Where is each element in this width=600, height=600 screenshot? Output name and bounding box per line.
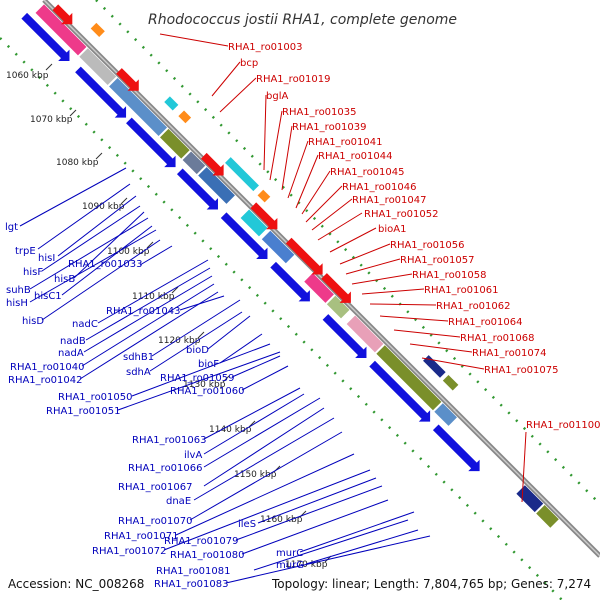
gene-label: RHA1_ro01044 (318, 151, 393, 162)
gene-label: bioF (198, 359, 219, 370)
ruler-label: 1090 kbp (82, 202, 125, 212)
gene-label: ileS (238, 519, 256, 530)
gene-label: RHA1_ro01042 (8, 375, 83, 386)
gene-label: trpE (15, 246, 36, 257)
gene-label: RHA1_ro01060 (170, 386, 245, 397)
gene-label: ilvA (184, 450, 202, 461)
gene-label: RHA1_ro01075 (484, 365, 559, 376)
gene-label: hisH (6, 298, 28, 309)
ruler-label: 1070 kbp (30, 115, 73, 125)
forward-strand-genes (52, 4, 351, 303)
gene-label: RHA1_ro01080 (170, 550, 245, 561)
accession-label: Accession: NC_008268 (8, 577, 144, 591)
gene-label: bioA1 (378, 224, 406, 235)
gene-label: sdhB1 (123, 352, 154, 363)
ruler-label: 1110 kbp (132, 292, 175, 302)
bottom-strand-labels: lgt trpE hisI hisF hisB suhB hisC1 hisH … (5, 222, 304, 590)
gene-label: bcp (240, 58, 258, 69)
gene-label: RHA1_ro01056 (390, 240, 465, 251)
gene-label: RHA1_ro01051 (46, 406, 121, 417)
gene-label: RHA1_ro01062 (436, 301, 511, 312)
cds-color-band (35, 4, 559, 528)
gene-label: RHA1_ro01057 (400, 255, 475, 266)
ruler-label: 1160 kbp (260, 515, 303, 525)
gene-label: murC (276, 548, 303, 559)
gene-label: RHA1_ro01063 (132, 435, 207, 446)
gene-label: RHA1_ro01047 (352, 195, 427, 206)
ruler-label: 1100 kbp (107, 247, 150, 257)
gene-label: hisC1 (34, 291, 62, 302)
ruler-label: 1140 kbp (209, 425, 252, 435)
gene-label: RHA1_ro01019 (256, 74, 331, 85)
ruler-label: 1130 kbp (183, 380, 226, 390)
reverse-strand-genes (21, 12, 480, 472)
gene-label: hisI (38, 253, 55, 264)
gene-label: RHA1_ro01061 (424, 285, 499, 296)
gene-label: RHA1_ro01039 (292, 122, 367, 133)
gene-label: RHA1_ro01079 (164, 536, 239, 547)
gene-label: RHA1_ro01067 (118, 482, 193, 493)
gene-label: lgt (5, 222, 18, 233)
gene-label: RHA1_ro01071 (104, 531, 179, 542)
gene-label: RHA1_ro01100 (526, 420, 600, 431)
gene-label: nadB (60, 336, 86, 347)
gene-label: murG (276, 560, 304, 571)
gene-label: RHA1_ro01081 (156, 566, 231, 577)
gene-label: RHA1_ro01074 (472, 348, 547, 359)
gene-label: bglA (266, 91, 288, 102)
gene-label: RHA1_ro01068 (460, 333, 535, 344)
gene-label: RHA1_ro01083 (154, 579, 229, 590)
gene-label: RHA1_ro01066 (128, 463, 203, 474)
top-strand-labels: RHA1_ro01003 bcp RHA1_ro01019 bglA RHA1_… (228, 42, 600, 431)
ruler-label: 1120 kbp (158, 336, 201, 346)
forward-cds-blocks (90, 22, 459, 391)
gene-label: sdhA (126, 367, 151, 378)
gene-label: RHA1_ro01040 (10, 362, 85, 373)
gene-label: hisB (54, 274, 75, 285)
gene-label: RHA1_ro01045 (330, 167, 405, 178)
gene-label: RHA1_ro01070 (118, 516, 193, 527)
gene-label: dnaE (166, 496, 191, 507)
gene-label: RHA1_ro01052 (364, 209, 439, 220)
bottom-leader-lines (19, 167, 431, 584)
gene-label: bioD (186, 345, 209, 356)
gene-label: RHA1_ro01072 (92, 546, 167, 557)
gene-label: RHA1_ro01058 (412, 270, 487, 281)
gene-label: RHA1_ro01035 (282, 107, 357, 118)
gene-label: RHA1_ro01043 (106, 306, 181, 317)
ruler-label: 1150 kbp (234, 470, 277, 480)
gene-label: RHA1_ro01033 (68, 259, 143, 270)
gene-label: RHA1_ro01059 (160, 373, 235, 384)
top-leader-lines (159, 33, 527, 503)
gene-label: RHA1_ro01041 (308, 137, 383, 148)
gene-label: nadC (72, 319, 98, 330)
gene-label: nadA (58, 348, 84, 359)
gene-label: RHA1_ro01064 (448, 317, 523, 328)
gene-label: RHA1_ro01050 (58, 392, 133, 403)
gene-label: suhB (6, 285, 31, 296)
genome-summary: Topology: linear; Length: 7,804,765 bp; … (271, 577, 591, 591)
ruler-label: 1060 kbp (6, 71, 49, 81)
ruler-label: 1080 kbp (56, 158, 99, 168)
gene-label: RHA1_ro01046 (342, 182, 417, 193)
map-title: Rhodococcus jostii RHA1, complete genome (148, 12, 457, 28)
gene-label: hisD (22, 316, 44, 327)
gene-label: RHA1_ro01003 (228, 42, 303, 53)
gene-label: hisF (23, 267, 43, 278)
